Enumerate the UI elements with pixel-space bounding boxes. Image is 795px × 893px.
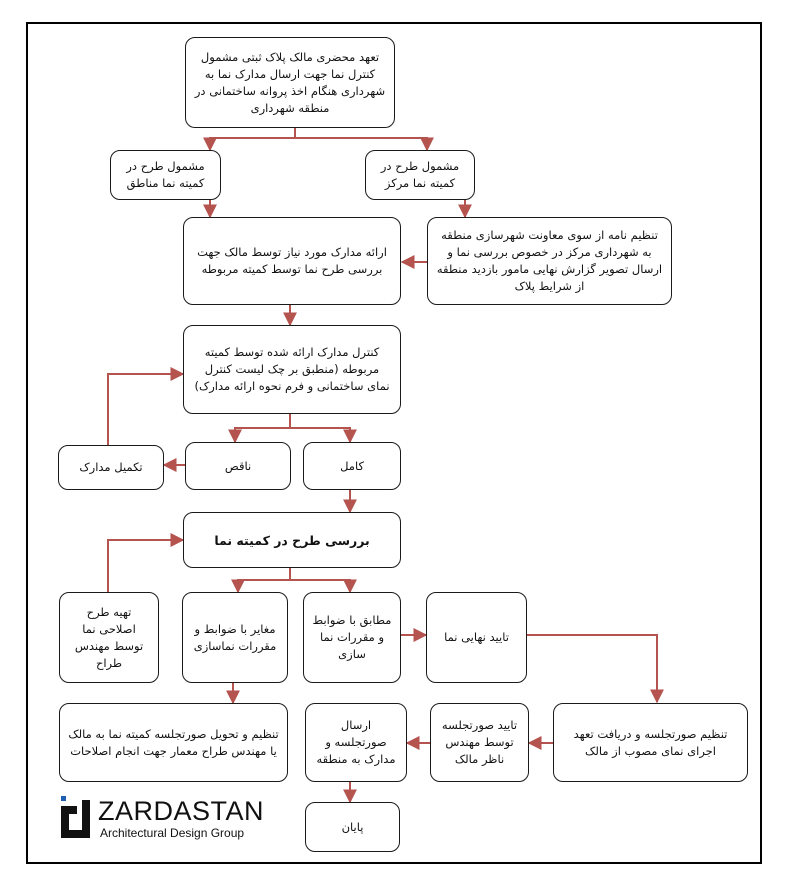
- box-committee-review-text: بررسی طرح در کمیته نما: [214, 532, 370, 548]
- box-final-approval: تایید نهایی نما: [426, 592, 527, 683]
- box-compliant-text: مطابق با ضوابط و مقررات نما سازی: [312, 613, 392, 661]
- arrow-to-incomplete: [228, 414, 291, 444]
- box-prepare-revision-text: تهیه طرح اصلاحی نما توسط مهندس طراح: [74, 604, 144, 670]
- logo-mark-icon: [61, 796, 90, 838]
- box-conflicting-text: مغایر با ضوابط و مقررات نماسازی: [193, 621, 277, 653]
- box-complete-documents-text: تکمیل مدارک: [79, 460, 143, 474]
- arrow-revision-review: [107, 533, 185, 592]
- box-end-text: پایان: [341, 819, 364, 834]
- box-owner-commitment-text: تعهد محضری مالک پلاک ثبتی مشمول کنترل نم…: [194, 49, 386, 115]
- arrow-to-central: [294, 128, 434, 152]
- box-regional-committee: مشمول طرح در کمیته نما مناطق: [110, 150, 221, 200]
- box-complete-documents: تکمیل مدارک: [58, 445, 164, 490]
- arrow-to-regional: [203, 128, 296, 152]
- box-complete-text: کامل: [340, 458, 364, 473]
- box-complete: کامل: [303, 442, 401, 490]
- box-check-documents-text: کنترل مدارک ارائه شده توسط کمیته مربوطه …: [194, 345, 390, 393]
- box-incomplete-text: ناقص: [224, 458, 252, 473]
- box-check-documents: کنترل مدارک ارائه شده توسط کمیته مربوطه …: [183, 325, 401, 414]
- box-minutes-commitment: تنظیم صورتجلسه و دریافت تعهد اجرای نمای …: [553, 703, 748, 782]
- box-supervisor-approval: تایید صورتجلسه توسط مهندس ناظر مالک: [430, 703, 529, 782]
- zardastan-logo: ZARDASTAN Architectural Design Group: [60, 796, 264, 846]
- box-final-approval-text: تایید نهایی نما: [444, 630, 509, 644]
- box-owner-commitment: تعهد محضری مالک پلاک ثبتی مشمول کنترل نم…: [185, 37, 395, 128]
- box-central-committee-text: مشمول طرح در کمیته نما مرکز: [380, 159, 460, 190]
- box-minutes-to-owner: تنظیم و تحویل صورتجلسه کمیته نما به مالک…: [59, 703, 288, 782]
- arrow-docs-check: [107, 367, 185, 445]
- box-send-minutes-text: ارسال صورتجلسه و مدارک به منطقه: [316, 718, 396, 766]
- box-committee-review: بررسی طرح در کمیته نما: [183, 512, 401, 568]
- box-deputy-letter: تنظیم نامه از سوی معاونت شهرسازی منطقه ب…: [427, 217, 672, 305]
- box-regional-committee-text: مشمول طرح در کمیته نما مناطق: [126, 159, 205, 190]
- arrow-to-conflicting: [231, 568, 291, 594]
- logo-subtitle: Architectural Design Group: [100, 826, 245, 840]
- logo-name: ZARDASTAN: [98, 796, 265, 826]
- arrow-to-compliant: [289, 568, 357, 594]
- box-submit-documents: ارائه مدارک مورد نیاز توسط مالک جهت بررس…: [183, 217, 401, 305]
- box-submit-documents-text: ارائه مدارک مورد نیاز توسط مالک جهت بررس…: [197, 245, 387, 276]
- box-conflicting: مغایر با ضوابط و مقررات نماسازی: [182, 592, 288, 683]
- arrow-to-complete: [289, 414, 357, 444]
- box-incomplete: ناقص: [185, 442, 291, 490]
- box-prepare-revision: تهیه طرح اصلاحی نما توسط مهندس طراح: [59, 592, 159, 683]
- box-supervisor-approval-text: تایید صورتجلسه توسط مهندس ناظر مالک: [441, 718, 518, 766]
- box-minutes-commitment-text: تنظیم صورتجلسه و دریافت تعهد اجرای نمای …: [573, 726, 728, 758]
- box-send-minutes: ارسال صورتجلسه و مدارک به منطقه: [305, 703, 407, 782]
- box-compliant: مطابق با ضوابط و مقررات نما سازی: [303, 592, 401, 683]
- diagram-frame: [26, 22, 762, 864]
- box-central-committee: مشمول طرح در کمیته نما مرکز: [365, 150, 475, 200]
- box-end: پایان: [305, 802, 400, 852]
- box-minutes-to-owner-text: تنظیم و تحویل صورتجلسه کمیته نما به مالک…: [68, 726, 279, 758]
- box-deputy-letter-text: تنظیم نامه از سوی معاونت شهرسازی منطقه ب…: [436, 228, 663, 293]
- arrow-final-minutes: [527, 634, 664, 704]
